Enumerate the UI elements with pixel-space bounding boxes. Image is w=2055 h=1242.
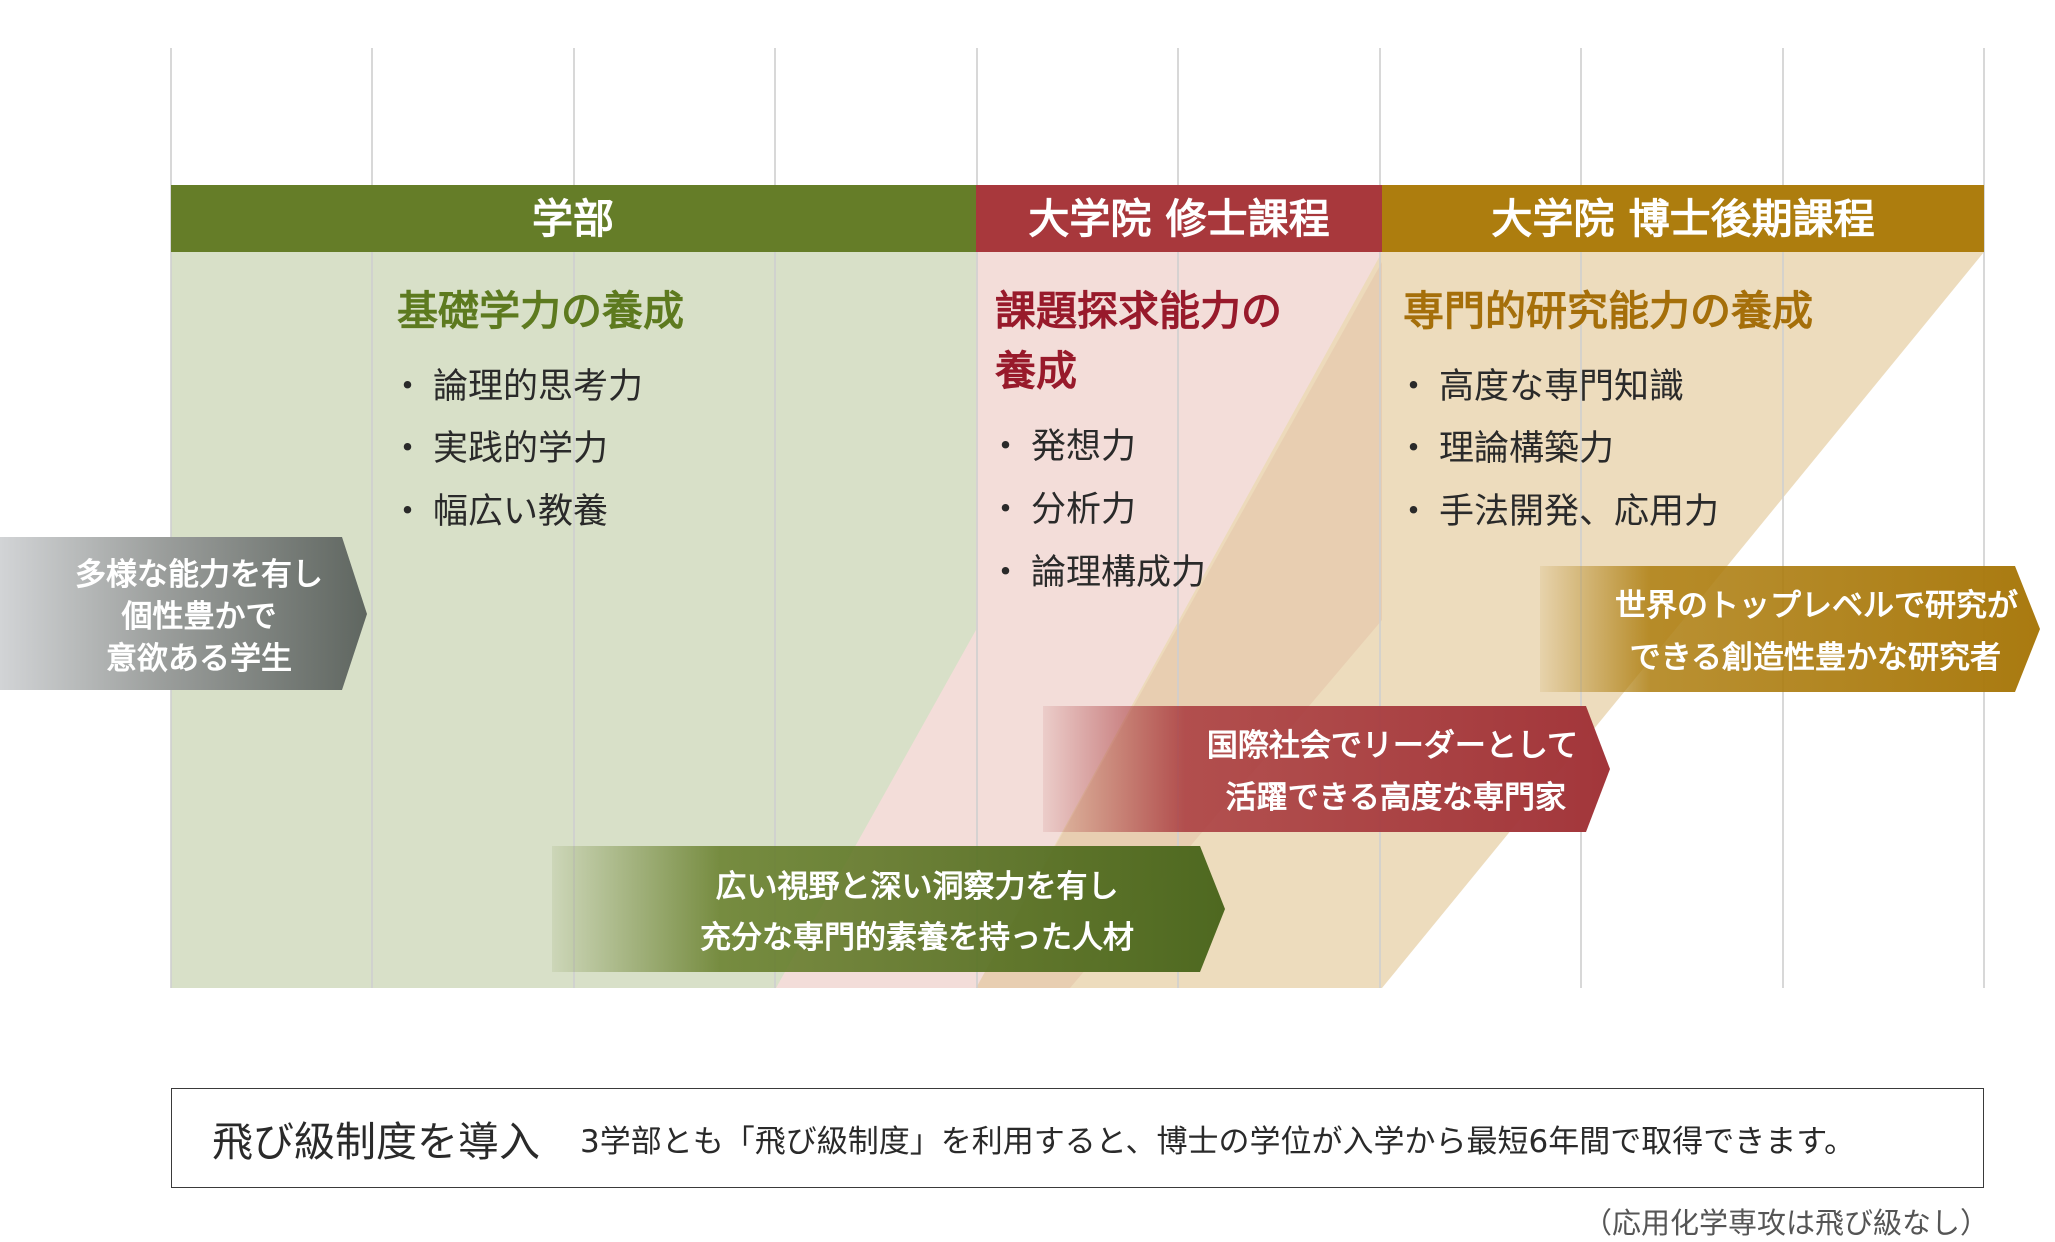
bullet-item: 高度な専門知識 [1439, 367, 1684, 407]
bullet-mark: ・ [1396, 492, 1431, 532]
bullet-mark: ・ [1396, 367, 1431, 407]
skip-grade-title: 飛び級制度を導入 [212, 1118, 540, 1166]
section-title-undergrad: 基礎学力の養成 [397, 287, 684, 335]
master-zone [776, 252, 1382, 988]
phase-label-undergrad: 学部 [532, 195, 614, 243]
section-title-master: 課題探求能力の [995, 287, 1282, 335]
bullet-mark: ・ [390, 492, 425, 532]
bullet-item: 発想力 [1031, 427, 1136, 467]
bullet-item: 実践的学力 [433, 429, 608, 469]
section-title-master-line2: 養成 [994, 347, 1077, 395]
bullet-mark: ・ [988, 490, 1023, 530]
bullet-mark: ・ [390, 367, 425, 407]
undergrad-outcome-line: 広い視野と深い洞察力を有し [716, 869, 1119, 905]
skip-grade-box: 飛び級制度を導入 3学部とも「飛び級制度」を利用すると、博士の学位が入学から最短… [171, 1088, 1984, 1188]
bullet-item: 手法開発、応用力 [1439, 492, 1719, 532]
entry-banner-line: 個性豊かで [121, 599, 277, 635]
skip-grade-note: （応用化学専攻は飛び級なし） [1582, 1206, 1989, 1240]
bullet-mark: ・ [1396, 429, 1431, 469]
bullet-item: 分析力 [1031, 490, 1136, 530]
doctor-outcome-line: 世界のトップレベルで研究が [1615, 588, 2018, 624]
bullet-item: 論理的思考力 [433, 367, 643, 407]
section-title-doctor: 専門的研究能力の養成 [1403, 287, 1813, 335]
undergrad-outcome-banner [552, 846, 1225, 972]
entry-banner-line: 多様な能力を有し [75, 557, 323, 593]
bullet-mark: ・ [988, 553, 1023, 593]
bullet-mark: ・ [390, 429, 425, 469]
phase-label-master: 大学院 修士課程 [1028, 195, 1329, 243]
master-outcome-line: 国際社会でリーダーとして [1207, 728, 1578, 764]
doctor-outcome-banner [1540, 566, 2040, 692]
phase-bar-undergrad [171, 185, 976, 252]
phase-bar-doctor [1382, 185, 1984, 252]
phase-label-doctor: 大学院 博士後期課程 [1491, 195, 1874, 243]
doctor-outcome-line: できる創造性豊かな研究者 [1630, 640, 2001, 676]
bullet-item: 論理構成力 [1031, 553, 1206, 593]
bullet-item: 理論構築力 [1439, 429, 1614, 469]
skip-grade-description: 3学部とも「飛び級制度」を利用すると、博士の学位が入学から最短6年間で取得できま… [580, 1123, 1856, 1160]
master-outcome-banner [1043, 706, 1610, 832]
phase-bar-master [976, 185, 1382, 252]
bullet-item: 幅広い教養 [433, 492, 608, 532]
master-outcome-line: 活躍できる高度な専門家 [1226, 780, 1566, 816]
undergrad-outcome-line: 充分な専門的素養を持った人材 [700, 920, 1134, 956]
entry-banner-line: 意欲ある学生 [106, 641, 292, 677]
entry-banner [0, 537, 367, 690]
bullet-mark: ・ [988, 427, 1023, 467]
